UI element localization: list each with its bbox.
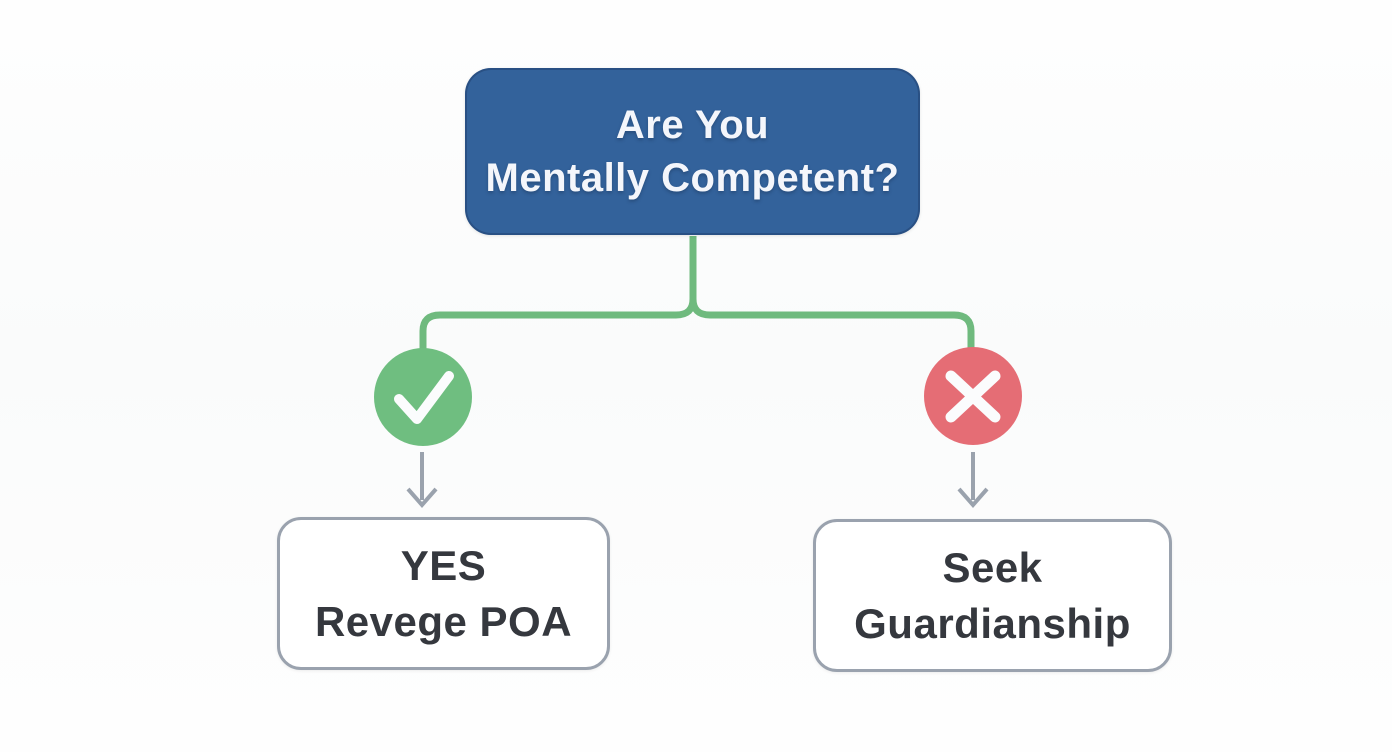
- arrow-down-icon-right: [957, 452, 989, 509]
- no-outcome-line1: Seek: [942, 543, 1043, 591]
- yes-outcome-node: YES Revege POA: [277, 517, 610, 670]
- no-outcome-node: Seek Guardianship: [813, 519, 1172, 672]
- arrow-down-icon-left: [406, 452, 438, 509]
- branch-line-right: [689, 236, 975, 351]
- root-node-line1: Are You: [615, 102, 770, 147]
- yes-outcome-line1: YES: [400, 541, 487, 589]
- no-outcome-line2: Guardianship: [854, 599, 1131, 647]
- yes-circle: [374, 348, 472, 446]
- root-decision-node: Are You Mentally Competent?: [465, 68, 920, 235]
- yes-outcome-line2: Revege POA: [314, 597, 573, 645]
- check-icon: [394, 371, 454, 424]
- no-circle: [924, 347, 1022, 445]
- x-icon: [945, 370, 1001, 423]
- branch-line-left: [419, 236, 697, 351]
- root-node-line2: Mentally Competent?: [485, 155, 900, 200]
